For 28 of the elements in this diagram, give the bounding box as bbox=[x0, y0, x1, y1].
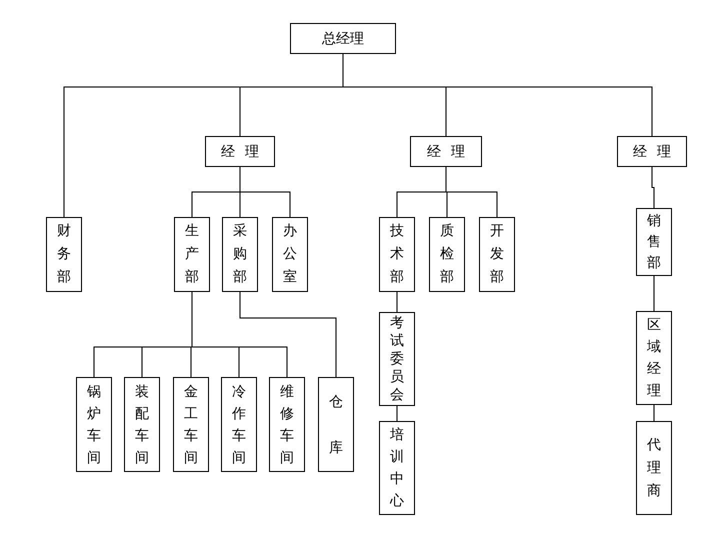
org-box: 金工车间 bbox=[173, 377, 209, 472]
connector-line bbox=[192, 292, 288, 378]
org-box: 财务部 bbox=[46, 217, 82, 292]
org-box: 开发部 bbox=[479, 217, 515, 292]
org-box: 总经理 bbox=[290, 23, 396, 54]
org-box: 采购部 bbox=[222, 217, 258, 292]
org-box: 装配车间 bbox=[124, 377, 160, 472]
org-box: 质检部 bbox=[429, 217, 465, 292]
org-box: 销售部 bbox=[636, 208, 672, 276]
org-box: 冷作车间 bbox=[221, 377, 257, 472]
org-box: 经理 bbox=[410, 136, 482, 167]
org-box: 生产部 bbox=[174, 217, 210, 292]
org-box: 考试委员会 bbox=[379, 312, 415, 406]
connector-line bbox=[396, 406, 398, 422]
org-box: 技术部 bbox=[379, 217, 415, 292]
connector-line bbox=[396, 292, 398, 312]
connector-line bbox=[652, 166, 654, 208]
org-box: 办公室 bbox=[272, 217, 308, 292]
org-box: 经理 bbox=[617, 136, 687, 167]
org-box: 区域经理 bbox=[636, 311, 672, 405]
org-box: 维修车间 bbox=[269, 377, 305, 472]
org-box: 培训中心 bbox=[379, 421, 415, 515]
org-box: 代理商 bbox=[636, 421, 672, 515]
connector-line bbox=[240, 292, 336, 378]
org-box: 锅炉车间 bbox=[76, 377, 112, 472]
org-box: 仓库 bbox=[318, 377, 354, 472]
org-box: 经理 bbox=[205, 136, 275, 167]
connector-line bbox=[446, 166, 498, 218]
